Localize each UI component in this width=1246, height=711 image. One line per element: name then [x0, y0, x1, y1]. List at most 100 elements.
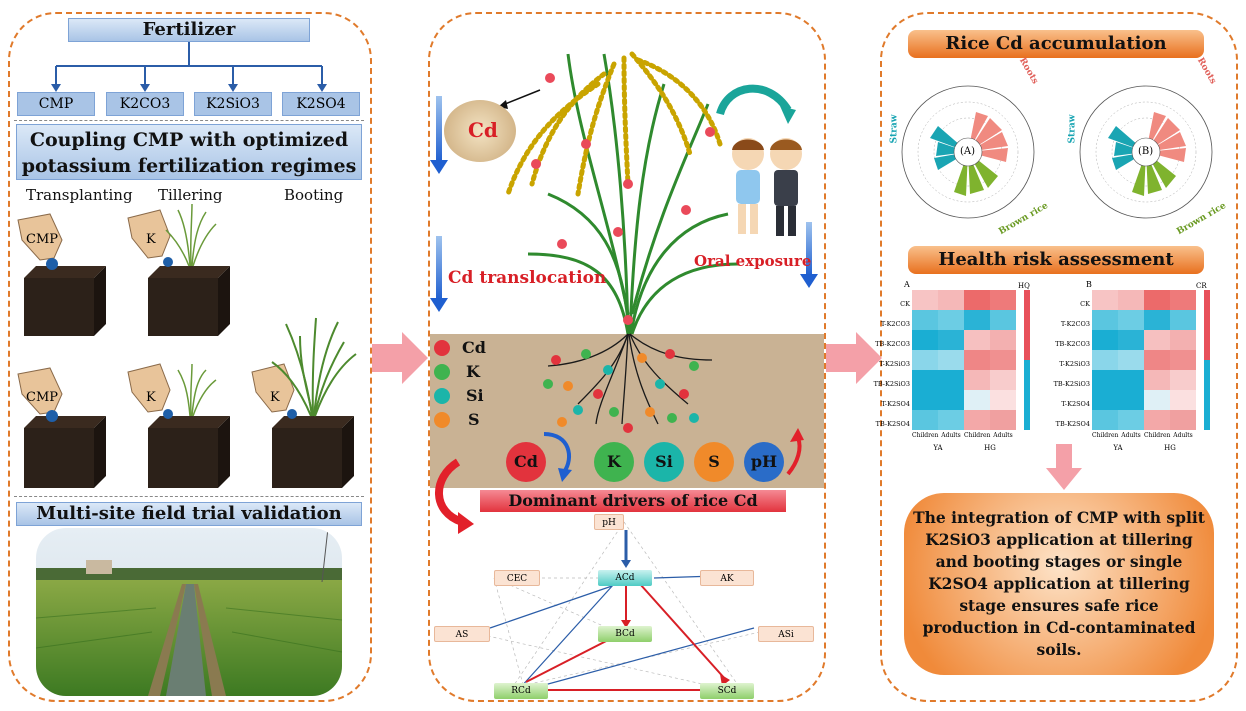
driver-si: Si — [644, 442, 684, 482]
radar-label-b: (B) — [1138, 146, 1154, 157]
heatmap-a — [912, 290, 1030, 430]
heatmap-b-row-4: T-K2SiO3 — [1059, 360, 1090, 368]
conclusion-box: The integration of CMP with split K2SiO3… — [904, 493, 1214, 675]
coupling-title-line1: Coupling CMP with optimized — [29, 129, 349, 151]
children-figures — [732, 138, 802, 236]
legend-dot-si — [434, 388, 450, 404]
soil-cubes-row2 — [17, 317, 357, 488]
accumulation-title: Rice Cd accumulation — [908, 30, 1204, 58]
stage-booting: Booting — [284, 186, 344, 204]
left-panel — [8, 12, 372, 702]
heatmap-a-col-1: Children — [912, 432, 939, 439]
coupling-title-line2: potassium fertilization regimes — [21, 155, 357, 177]
heatmap-b-row-3: TB-K2CO3 — [1055, 340, 1090, 348]
right-panel — [880, 12, 1238, 702]
heatmap-b-panel: B — [1086, 280, 1092, 289]
heatmap-b-rows: CK T-K2CO3 TB-K2CO3 T-K2SiO3 TB-K2SiO3 T… — [1046, 294, 1090, 434]
hand-label-k-3: K — [270, 390, 280, 405]
node-asi: ASi — [758, 626, 814, 642]
node-as: AS — [434, 626, 490, 642]
driver-arrows — [543, 428, 804, 482]
middle-panel — [428, 12, 826, 702]
node-ak: AK — [700, 570, 754, 586]
fertilizer-k2so4: K2SO4 — [282, 92, 360, 116]
hand-label-cmp-2: CMP — [26, 390, 59, 405]
down-arrow-right — [800, 222, 818, 288]
heatmap-b-metric: CR — [1196, 282, 1207, 290]
heatmap-a-row-3: TB-K2CO3 — [875, 340, 910, 348]
legend-label-s: S — [468, 410, 480, 429]
hand-label-cmp-1: CMP — [26, 232, 59, 247]
arrow-middle-to-right — [826, 332, 882, 384]
heatmap-a-row-5: TB-K2SiO3 — [873, 380, 910, 388]
red-curve-arrow — [435, 458, 474, 534]
heatmap-b-col-1: Children — [1092, 432, 1119, 439]
heatmap-a-panel: A — [904, 280, 910, 289]
cd-grain-label: Cd — [468, 118, 498, 142]
field-photo — [36, 528, 342, 696]
field-trial-title: Multi-site field trial validation — [16, 502, 362, 526]
heatmap-b-col-3: Children — [1144, 432, 1171, 439]
hand-label-k-2: K — [146, 390, 156, 405]
legend-dot-s — [434, 412, 450, 428]
legend-label-cd: Cd — [462, 338, 486, 357]
heatmap-a-group-ya: YA — [933, 444, 943, 452]
cd-translocation-label: Cd translocation — [448, 268, 607, 288]
heatmap-b-groups: YA HG — [1092, 444, 1196, 452]
heatmap-a-cols: Children Adults Children Adults — [912, 432, 1016, 439]
heatmap-a-col-2: Adults — [941, 432, 961, 439]
legend-label-k: K — [466, 362, 480, 381]
radar-label-a: (A) — [960, 146, 976, 157]
heatmap-a-row-1: CK — [900, 300, 910, 308]
legend-label-si: Si — [466, 386, 484, 405]
heatmap-a-metric: HQ — [1018, 282, 1030, 290]
drivers-title: Dominant drivers of rice Cd — [480, 490, 786, 512]
fertilizer-tree — [51, 42, 327, 92]
rice-grain-bowl — [444, 100, 516, 162]
radar-a-straw: Straw — [889, 114, 900, 144]
heatmap-b-col-4: Adults — [1173, 432, 1193, 439]
coupling-title: Coupling CMP with optimized potassium fe… — [16, 124, 362, 180]
node-scd: SCd — [700, 683, 754, 699]
node-rcd: RCd — [494, 683, 548, 699]
down-arrows-left — [430, 96, 448, 312]
stage-transplanting: Transplanting — [26, 186, 133, 204]
driver-k: K — [594, 442, 634, 482]
driver-ph: pH — [744, 442, 784, 482]
heatmap-a-groups: YA HG — [912, 444, 1016, 452]
heatmap-b-row-5: TB-K2SiO3 — [1053, 380, 1090, 388]
left-divider-1 — [14, 120, 364, 121]
driver-s: S — [694, 442, 734, 482]
heatmap-b-group-hg: HG — [1164, 444, 1176, 452]
driver-cd: Cd — [506, 442, 546, 482]
heatmap-a-rows: CK T-K2CO3 TB-K2CO3 T-K2SiO3 TB-K2SiO3 T… — [866, 294, 910, 434]
legend-dot-k — [434, 364, 450, 380]
radar-plots — [901, 85, 1213, 219]
radar-b-straw: Straw — [1067, 114, 1078, 144]
fertilizer-cmp: CMP — [17, 92, 95, 116]
node-cec: CEC — [494, 570, 540, 586]
path-diagram — [469, 521, 761, 695]
health-risk-title: Health risk assessment — [908, 246, 1204, 274]
hand-label-k-1: K — [146, 232, 156, 247]
heatmap-a-group-hg: HG — [984, 444, 996, 452]
node-ph: pH — [594, 514, 624, 530]
heatmap-b — [1092, 290, 1210, 430]
left-divider-2 — [14, 496, 364, 497]
heatmap-a-col-4: Adults — [993, 432, 1013, 439]
arrow-to-conclusion — [1046, 444, 1082, 490]
heatmap-a-row-7: TB-K2SO4 — [875, 420, 910, 428]
legend-dot-cd — [434, 340, 450, 356]
node-acd: ACd — [598, 570, 652, 586]
fertilizer-k2sio3: K2SiO3 — [194, 92, 272, 116]
heatmap-b-row-1: CK — [1080, 300, 1090, 308]
fertilizer-k2co3: K2CO3 — [106, 92, 184, 116]
heatmap-a-row-2: T-K2CO3 — [880, 320, 910, 328]
heatmap-b-group-ya: YA — [1113, 444, 1123, 452]
node-bcd: BCd — [598, 626, 652, 642]
heatmap-b-row-7: TB-K2SO4 — [1055, 420, 1090, 428]
fertilizer-title: Fertilizer — [68, 18, 310, 42]
heatmap-b-cols: Children Adults Children Adults — [1092, 432, 1196, 439]
heatmap-b-row-6: T-K2SO4 — [1061, 400, 1090, 408]
heatmap-a-row-4: T-K2SiO3 — [879, 360, 910, 368]
